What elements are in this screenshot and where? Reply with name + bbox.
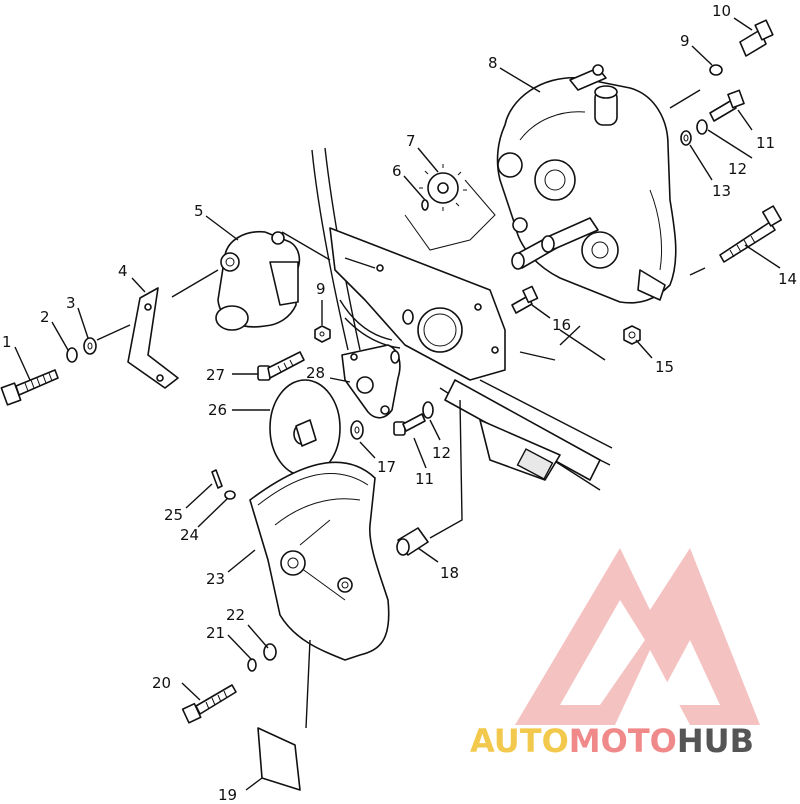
callout-19: 19 <box>218 786 237 804</box>
bolt-11-lower <box>393 413 426 436</box>
bolt-14 <box>719 205 782 263</box>
callout-27: 27 <box>206 366 225 384</box>
washer-13 <box>680 130 692 146</box>
washer-12-upper <box>696 119 708 135</box>
callout-15: 15 <box>655 358 674 376</box>
bushing <box>396 527 429 556</box>
decal <box>257 727 301 791</box>
nut-15 <box>623 325 641 345</box>
washer-22 <box>263 643 277 661</box>
bolt-1 <box>0 369 59 406</box>
washer-mid-plate <box>402 309 414 325</box>
washer-9-mid <box>314 325 331 343</box>
callout-12-lower: 12 <box>432 444 451 462</box>
callout-23: 23 <box>206 570 225 588</box>
callout-28: 28 <box>306 364 325 382</box>
washer-9-top <box>709 64 723 76</box>
washer-3 <box>83 337 97 355</box>
bolt-27 <box>257 351 305 381</box>
callout-21: 21 <box>206 624 225 642</box>
callout-2: 2 <box>40 308 50 326</box>
watermark-logo <box>515 548 760 725</box>
pulley <box>269 379 341 477</box>
callout-18: 18 <box>440 564 459 582</box>
callout-25: 25 <box>164 506 183 524</box>
bracket <box>127 287 179 389</box>
washer-17 <box>350 420 364 440</box>
output-shaft <box>511 217 599 270</box>
callout-26: 26 <box>208 401 227 419</box>
bolt-10 <box>739 19 774 57</box>
callout-3: 3 <box>66 294 76 312</box>
watermark-hub: HUB <box>677 722 754 760</box>
watermark-moto: MOTO <box>569 722 677 760</box>
screw-25 <box>211 469 223 489</box>
callout-14: 14 <box>778 270 797 288</box>
bolt-16 <box>511 285 539 314</box>
callout-20: 20 <box>152 674 171 692</box>
drive-axle-tube <box>444 379 601 481</box>
callout-12-upper: 12 <box>728 160 747 178</box>
callout-11-lower: 11 <box>415 470 434 488</box>
callout-17: 17 <box>377 458 396 476</box>
washer-2 <box>66 347 78 363</box>
cam-plate <box>341 344 401 419</box>
callout-4: 4 <box>118 262 128 280</box>
callout-6: 6 <box>392 162 402 180</box>
leader-lines <box>14 17 781 791</box>
callout-9-mid: 9 <box>316 280 326 298</box>
washer-21 <box>247 658 257 672</box>
svg-text:AUTOMOTOHUB: AUTOMOTOHUB <box>470 722 754 760</box>
callout-24: 24 <box>180 526 199 544</box>
chaincase-cover <box>249 461 390 661</box>
bracket-lines <box>404 179 496 251</box>
callout-7: 7 <box>406 132 416 150</box>
callout-5: 5 <box>194 202 204 220</box>
bearing-housing <box>215 230 301 331</box>
callout-16: 16 <box>552 316 571 334</box>
callout-10: 10 <box>712 2 731 20</box>
washer-24 <box>224 490 236 500</box>
bolt-20 <box>181 684 237 724</box>
callout-9-top: 9 <box>680 32 690 50</box>
sprocket <box>419 164 467 211</box>
washer-12-lower <box>422 401 434 419</box>
bolt-11-upper <box>709 89 745 122</box>
callout-11-upper: 11 <box>756 134 775 152</box>
key <box>421 199 429 211</box>
callout-22: 22 <box>226 606 245 624</box>
watermark-text: AUTOMOTOHUB <box>470 722 754 760</box>
callout-8: 8 <box>488 54 498 72</box>
callout-1: 1 <box>2 333 12 351</box>
watermark-auto: AUTO <box>470 722 569 760</box>
callout-13: 13 <box>712 182 731 200</box>
